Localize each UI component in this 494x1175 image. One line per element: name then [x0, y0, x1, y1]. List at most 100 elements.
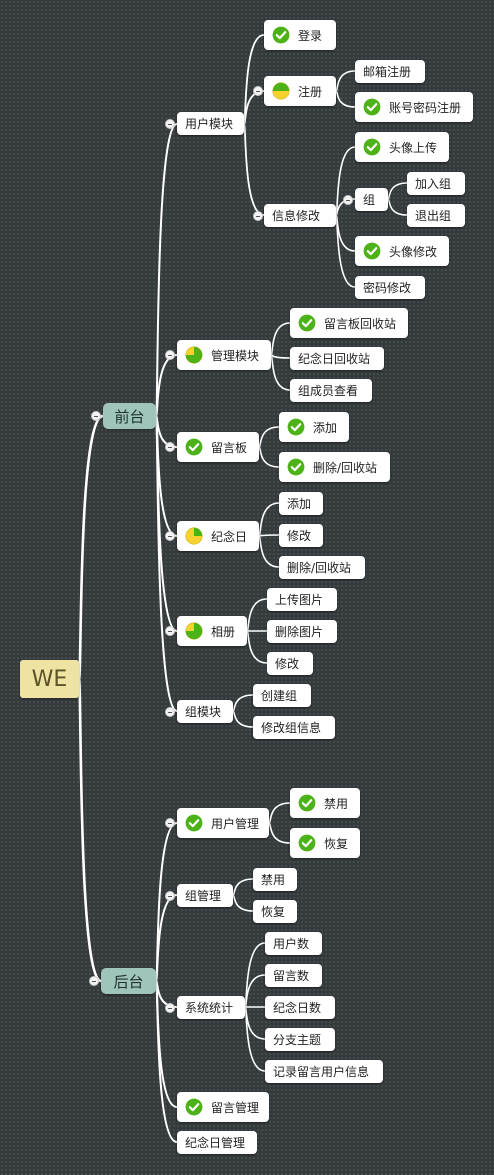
- topic-stats-users[interactable]: 用户数: [265, 932, 322, 955]
- topic-frontend[interactable]: 前台: [103, 403, 156, 429]
- topic-anniversary-delete-recycle[interactable]: 删除/回收站: [279, 556, 365, 579]
- topic-register[interactable]: 注册: [264, 76, 336, 106]
- topic-info-edit[interactable]: 信息修改: [264, 204, 336, 227]
- collapse-toggle-message-board[interactable]: [165, 442, 175, 452]
- topic-backend[interactable]: 后台: [101, 968, 156, 994]
- root-topic[interactable]: WE: [20, 660, 79, 698]
- collapse-toggle-info-edit[interactable]: [253, 211, 263, 221]
- topic-label: 留言管理: [211, 1100, 260, 1115]
- connector-line: [335, 70, 356, 92]
- topic-message-board[interactable]: 留言板: [177, 432, 259, 462]
- topic-group-edit-info[interactable]: 修改组信息: [253, 716, 335, 739]
- topic-group[interactable]: 组: [355, 188, 388, 211]
- collapse-toggle-frontend[interactable]: [91, 411, 101, 421]
- topic-user-restore[interactable]: 恢复: [290, 828, 360, 858]
- topic-group-restore[interactable]: 恢复: [253, 900, 297, 923]
- topic-label: 添加: [287, 497, 312, 511]
- collapse-toggle-group[interactable]: [343, 195, 353, 205]
- topic-stats-records[interactable]: 记录留言用户信息: [265, 1060, 383, 1083]
- topic-label: 前台: [114, 407, 145, 426]
- topic-label: 纪念日: [211, 529, 248, 544]
- progress-three-quarter-icon: [185, 622, 203, 640]
- progress-three-quarter-icon: [185, 346, 203, 364]
- check-icon: [185, 1098, 203, 1116]
- topic-label: 加入组: [415, 177, 452, 191]
- connector-line: [258, 446, 280, 468]
- topic-label: 添加: [313, 420, 338, 435]
- topic-account-register[interactable]: 账号密码注册: [355, 92, 473, 122]
- topic-join-group[interactable]: 加入组: [407, 172, 465, 195]
- collapse-toggle-user-module[interactable]: [165, 119, 175, 129]
- topic-manage-module[interactable]: 管理模块: [177, 340, 271, 370]
- check-icon: [298, 314, 316, 332]
- topic-album-delete[interactable]: 删除图片: [267, 620, 337, 643]
- collapse-toggle-group-manage[interactable]: [165, 891, 175, 901]
- topic-stats-branch[interactable]: 分支主题: [265, 1028, 335, 1051]
- topic-system-stats[interactable]: 系统统计: [177, 996, 245, 1019]
- collapse-toggle-user-manage[interactable]: [165, 818, 175, 828]
- topic-label: 删除/回收站: [287, 561, 352, 575]
- collapse-toggle-album[interactable]: [165, 626, 175, 636]
- check-icon: [298, 794, 316, 812]
- connector-line: [270, 354, 291, 359]
- connector-line: [335, 90, 356, 108]
- topic-label: 退出组: [415, 209, 452, 223]
- topic-stats-anniversaries[interactable]: 纪念日数: [265, 996, 335, 1019]
- check-icon: [272, 26, 290, 44]
- topic-board-recycle[interactable]: 留言板回收站: [290, 308, 408, 338]
- connector-line: [268, 822, 291, 844]
- topic-password-edit[interactable]: 密码修改: [355, 276, 425, 299]
- topic-user-module[interactable]: 用户模块: [177, 112, 244, 135]
- collapse-toggle-group-module[interactable]: [165, 707, 175, 717]
- topic-group-module[interactable]: 组模块: [177, 700, 233, 723]
- topic-label: 用户数: [273, 937, 310, 951]
- topic-group-create[interactable]: 创建组: [253, 684, 311, 707]
- topic-anniversary-add[interactable]: 添加: [279, 492, 323, 515]
- topic-avatar-edit[interactable]: 头像修改: [355, 236, 449, 266]
- topic-label: 留言板: [211, 440, 248, 455]
- topic-board-delete-recycle[interactable]: 删除/回收站: [279, 452, 390, 482]
- collapse-toggle-backend[interactable]: [89, 976, 99, 986]
- topic-email-register[interactable]: 邮箱注册: [355, 60, 425, 83]
- topic-anniversary-recycle[interactable]: 纪念日回收站: [290, 347, 384, 370]
- connector-line: [387, 182, 408, 200]
- topic-label: 后台: [113, 972, 144, 991]
- connector-line: [243, 90, 265, 125]
- collapse-toggle-manage-module[interactable]: [165, 350, 175, 360]
- topic-label: 纪念日管理: [185, 1136, 246, 1150]
- topic-anniversary-edit[interactable]: 修改: [279, 524, 323, 547]
- topic-login[interactable]: 登录: [264, 20, 336, 50]
- connector-line: [270, 322, 291, 356]
- collapse-toggle-register[interactable]: [253, 86, 263, 96]
- topic-anniversary-manage[interactable]: 纪念日管理: [177, 1131, 257, 1154]
- connector-line: [270, 354, 291, 391]
- connector-line: [244, 974, 266, 1008]
- topic-label: 头像修改: [389, 244, 438, 259]
- topic-avatar-upload[interactable]: 头像上传: [355, 132, 449, 162]
- topic-group-members[interactable]: 组成员查看: [290, 379, 372, 402]
- topic-label: 注册: [298, 84, 323, 99]
- connector-line: [243, 123, 265, 216]
- topic-album-edit[interactable]: 修改: [267, 652, 313, 675]
- topic-anniversary[interactable]: 纪念日: [177, 521, 259, 551]
- check-icon: [287, 458, 305, 476]
- topic-label: 修改: [275, 657, 300, 671]
- topic-label: 纪念日数: [273, 1001, 322, 1015]
- topic-quit-group[interactable]: 退出组: [407, 204, 465, 227]
- topic-album[interactable]: 相册: [177, 616, 247, 646]
- connector-line: [335, 146, 356, 216]
- collapse-toggle-system-stats[interactable]: [165, 1003, 175, 1013]
- collapse-toggle-anniversary[interactable]: [165, 531, 175, 541]
- topic-group-ban[interactable]: 禁用: [253, 868, 297, 891]
- topic-group-manage[interactable]: 组管理: [177, 884, 233, 907]
- topic-board-add[interactable]: 添加: [279, 412, 349, 442]
- topic-album-upload[interactable]: 上传图片: [267, 588, 337, 611]
- check-icon: [185, 438, 203, 456]
- topic-user-manage[interactable]: 用户管理: [177, 808, 269, 838]
- topic-message-manage[interactable]: 留言管理: [177, 1092, 269, 1122]
- topic-stats-messages[interactable]: 留言数: [265, 964, 322, 987]
- topic-label: 恢复: [261, 905, 286, 919]
- check-icon: [363, 98, 381, 116]
- topic-user-ban[interactable]: 禁用: [290, 788, 360, 818]
